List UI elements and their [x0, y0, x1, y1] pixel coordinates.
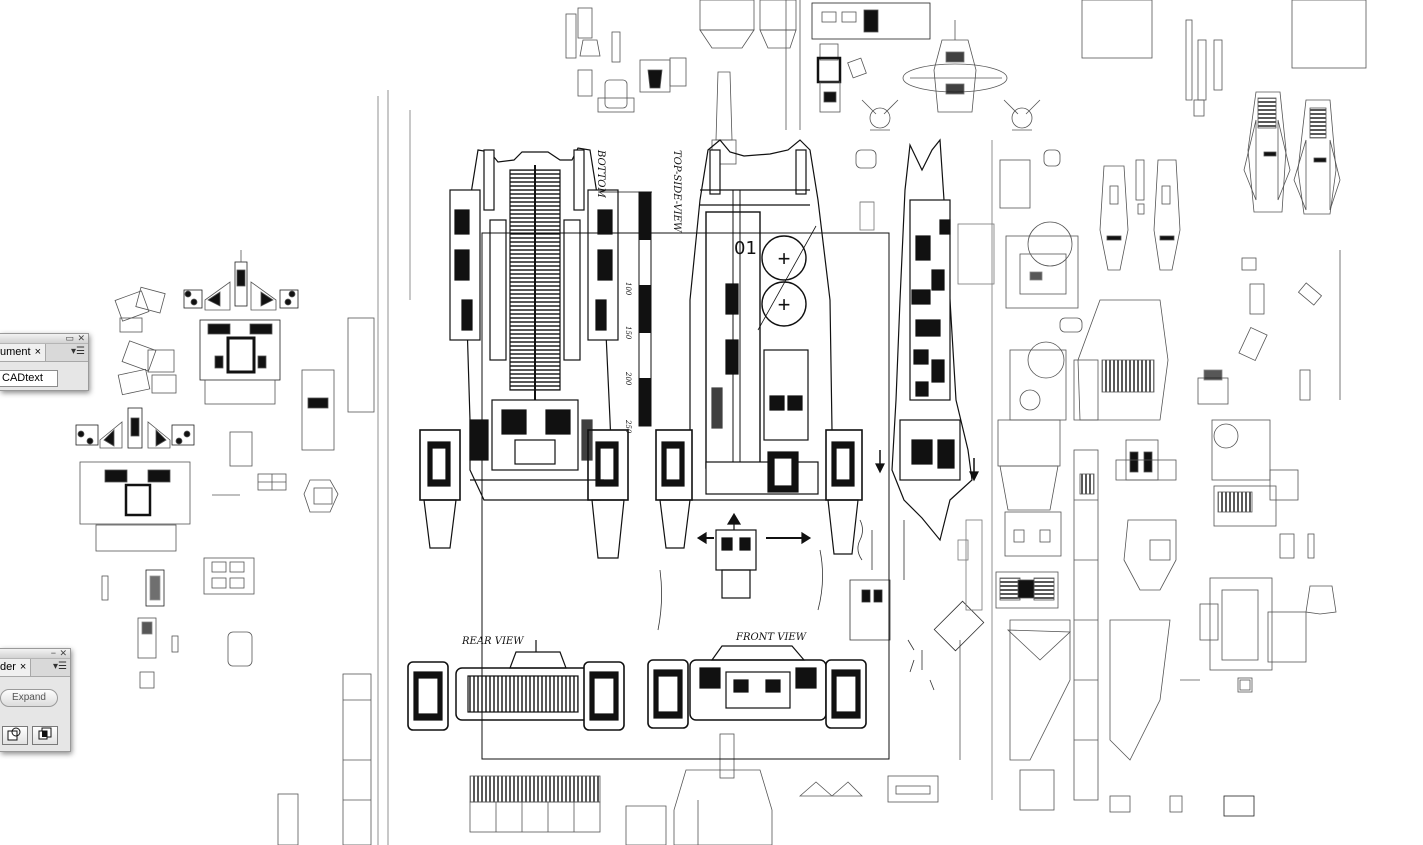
annotation-bottom: BOTTOM: [595, 149, 606, 198]
pathfinder-panel[interactable]: − ✕ der× ▾☰ Expand: [0, 648, 71, 752]
tab-pathfinder[interactable]: der×: [0, 659, 32, 676]
pathfinder-panel-titlebar[interactable]: − ✕: [0, 649, 70, 659]
annotation-scale-3: 200: [624, 371, 632, 386]
pathfinder-panel-tabrow: der× ▾☰: [0, 659, 70, 677]
annotation-badge: 01: [734, 238, 757, 259]
tab-close-icon[interactable]: ×: [19, 661, 27, 673]
document-text-field[interactable]: CADtext: [0, 370, 58, 387]
expand-button-label: Expand: [12, 692, 46, 703]
tab-document-label: ument: [0, 346, 31, 358]
document-field-value: CADtext: [2, 372, 43, 384]
annotation-top-side-view: TOP-SIDE-VIEW: [671, 150, 682, 233]
minus-back-icon: [7, 727, 21, 741]
tab-close-icon[interactable]: ×: [34, 346, 42, 358]
left-part-cluster: [75, 250, 375, 689]
right-rules: [859, 140, 995, 800]
ship-front-view: [647, 645, 867, 729]
top-part-cluster: [565, 0, 1367, 209]
panel-close-icon[interactable]: ✕: [59, 648, 67, 658]
svg-text:+: +: [778, 292, 791, 317]
scribble-marks: [657, 519, 985, 691]
annotation-front-view: FRONT VIEW: [735, 632, 807, 643]
document-panel[interactable]: ▭ ✕ ument× ▾☰ CADtext: [0, 333, 89, 391]
document-panel-titlebar[interactable]: ▭ ✕: [0, 334, 88, 344]
panel-collapse-icon[interactable]: ▭: [65, 333, 74, 343]
document-panel-tabrow: ument× ▾☰: [0, 344, 88, 362]
panel-menu-icon[interactable]: ▾☰: [71, 346, 85, 357]
panel-close-icon[interactable]: ✕: [77, 333, 85, 343]
blueprint-drawing[interactable]: + +: [377, 90, 985, 845]
ship-rear-view: [407, 640, 625, 731]
expand-button[interactable]: Expand: [0, 689, 58, 707]
blueprint-annotations: BOTTOM TOP-SIDE-VIEW REAR VIEW FRONT VIE…: [461, 149, 807, 647]
panel-menu-icon[interactable]: ▾☰: [53, 661, 67, 672]
tab-document[interactable]: ument×: [0, 344, 47, 361]
right-part-cluster: [995, 91, 1341, 817]
svg-text:+: +: [778, 246, 791, 271]
annotation-rear-view: REAR VIEW: [461, 636, 524, 647]
panel-minimize-icon[interactable]: −: [50, 648, 56, 658]
crop-icon: [38, 727, 52, 740]
ship-top-view: + +: [655, 139, 863, 555]
pathfinder-crop-button[interactable]: [32, 726, 58, 745]
scale-bar: [598, 191, 652, 427]
ship-bottom-view: [419, 147, 629, 559]
pathfinder-minus-back-button[interactable]: [2, 726, 28, 745]
bottom-part-cluster: [277, 640, 961, 845]
ship-side-view: [875, 138, 979, 542]
center-figure: [696, 512, 812, 599]
annotation-scale-1: 100: [624, 282, 632, 296]
tab-pathfinder-label: der: [0, 661, 16, 673]
selection-bounding-box[interactable]: [481, 232, 890, 760]
annotation-scale-2: 150: [624, 326, 632, 340]
annotation-scale-4: 250: [624, 419, 632, 434]
